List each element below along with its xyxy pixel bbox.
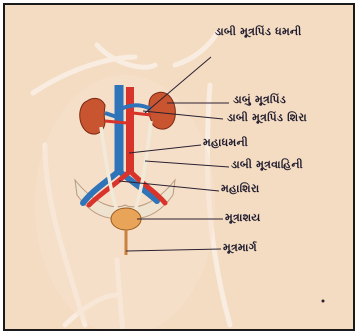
label-urethra: મૂત્રમાર્ગ — [223, 241, 257, 255]
label-left-renal-vein: ડાબી મૂત્રપિંડ શિરા — [227, 111, 307, 125]
left-renal-artery — [133, 113, 151, 115]
label-aorta: મહાધમની — [203, 136, 248, 150]
label-left-kidney: ડાબું મૂત્રપિંડ — [233, 93, 286, 107]
right-renal-artery — [105, 121, 127, 123]
label-left-renal-artery: ડાબી મૂત્રપિંડ ધમની — [215, 25, 301, 39]
diagram-frame: ડાબી મૂત્રપિંડ ધમની ડાબું મૂત્રપિંડ ડાબી… — [3, 3, 355, 331]
bladder — [111, 208, 141, 230]
label-vena-cava: મહાશિરા — [221, 182, 259, 196]
page-dot — [322, 300, 325, 303]
left-kidney — [148, 92, 175, 129]
torso-shading — [35, 75, 215, 331]
label-left-ureter: ડાબી મૂત્રવાહિની — [231, 158, 303, 172]
label-bladder: મૂત્રાશય — [225, 211, 261, 225]
